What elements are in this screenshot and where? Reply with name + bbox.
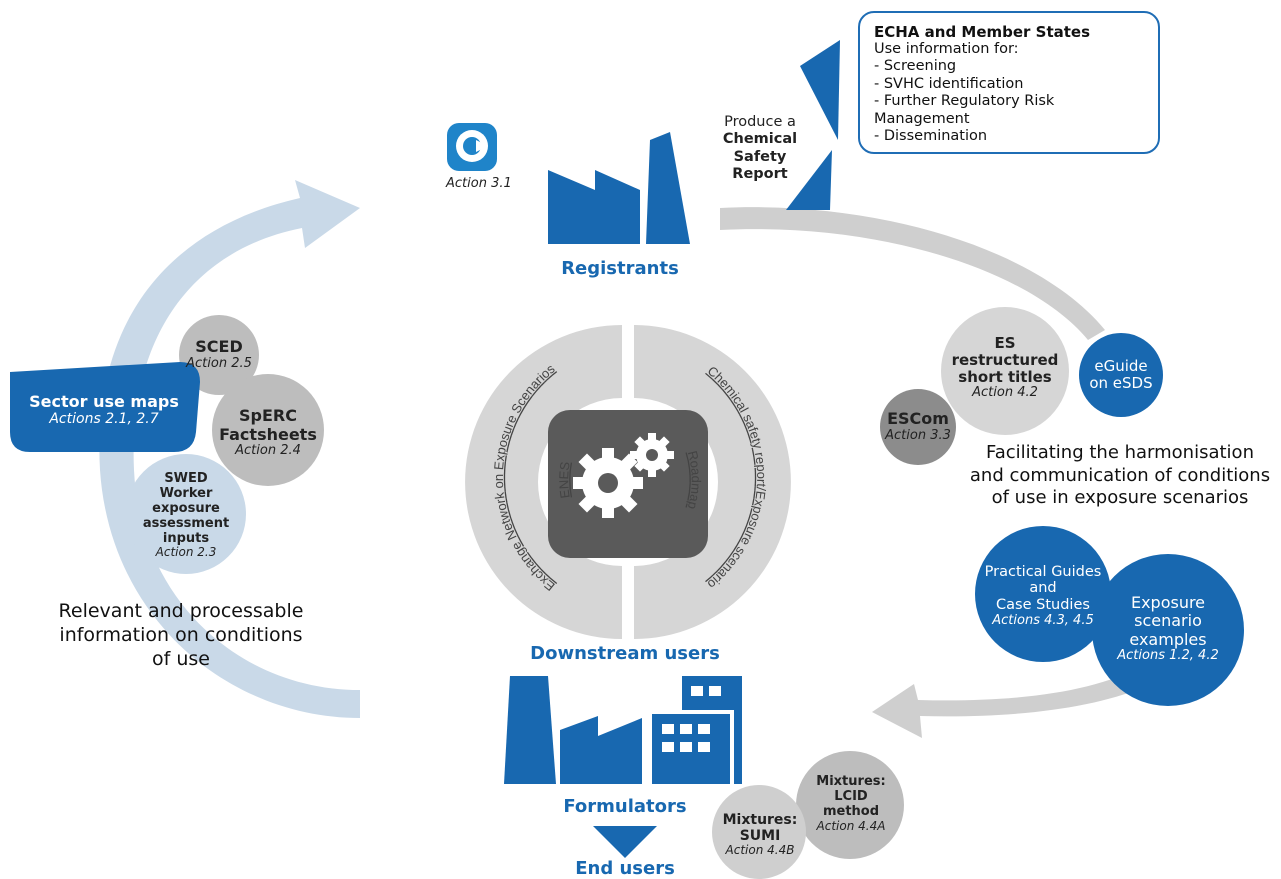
right-caption: Facilitating the harmonisation and commu…	[960, 442, 1280, 510]
examples-circle	[1092, 554, 1244, 706]
escom-title: ESCom	[887, 409, 949, 429]
produce-csr-text: Produce a Chemical Safety Report	[694, 114, 826, 184]
examples-line2: scenario	[1134, 611, 1202, 631]
practical-line2: and	[1029, 580, 1057, 597]
left-caption-line3: of use	[152, 647, 210, 670]
swed-line2: Worker exposure	[152, 485, 220, 516]
left-caption: Relevant and processable information on …	[40, 600, 322, 671]
es-line2: short titles	[958, 368, 1052, 387]
sector-use-maps-node: Sector use maps Actions 2.1, 2.7	[20, 382, 188, 438]
escom-sub: Action 3.3	[885, 427, 951, 443]
mix-lcid-line2: LCID method	[822, 788, 880, 819]
swed-circle	[126, 454, 246, 574]
gears-icon	[573, 433, 674, 518]
echa-intro: Use information for:	[874, 41, 1019, 57]
produce-line1: Produce a	[724, 114, 796, 130]
echa-triangle-top	[800, 40, 840, 140]
sector-use-maps-shape	[10, 362, 200, 452]
c-arrow-icon	[447, 123, 497, 171]
sector-title: Sector use maps	[29, 391, 179, 411]
downstream-factory-icon	[504, 676, 642, 784]
sced-node: SCED Action 2.5	[179, 330, 259, 380]
examples-line3: examples	[1129, 629, 1207, 649]
echa-item: - Further Regulatory Risk Management	[874, 93, 1055, 127]
practical-sub: Actions 4.3, 4.5	[992, 612, 1094, 628]
formulators-label: Formulators	[563, 796, 687, 817]
mix-sumi-line1: Mixtures:	[722, 812, 798, 828]
eguide-line2: on eSDS	[1089, 374, 1153, 392]
sector-sub: Actions 2.1, 2.7	[49, 411, 159, 428]
sperc-title2: Factsheets	[219, 424, 317, 444]
right-caption-line2: and communication of conditions	[969, 464, 1271, 486]
echa-info-box: ECHA and Member States Use information f…	[858, 11, 1160, 154]
downstream-label: Downstream users	[530, 643, 720, 664]
eguide-node: eGuide on eSDS	[1083, 353, 1159, 397]
right-caption-line1: Facilitating the harmonisation	[986, 442, 1254, 463]
echa-triangle-bottom	[786, 150, 832, 210]
mix-sumi-sub: Action 4.4B	[725, 843, 795, 858]
mix-lcid-line1: Mixtures:	[816, 773, 886, 789]
echa-item: - Dissemination	[874, 127, 988, 144]
registrants-factory-icon	[548, 132, 690, 244]
swed-line4: inputs	[162, 530, 210, 546]
practical-line1: Practical Guides	[984, 563, 1102, 580]
mix-sumi-node: Mixtures: SUMI Action 4.4B	[718, 808, 802, 862]
echa-item: - SVHC identification	[874, 75, 1024, 92]
eguide-circle	[1079, 333, 1163, 417]
sced-title: SCED	[195, 337, 243, 357]
mix-lcid-sub: Action 4.4A	[816, 818, 886, 833]
swed-sub: Action 2.3	[155, 545, 217, 560]
sperc-title1: SpERC	[239, 406, 297, 426]
end-users-label: End users	[575, 858, 675, 879]
left-cycle-arrow	[99, 180, 361, 718]
practical-line3: Case Studies	[996, 596, 1090, 613]
left-caption-line1: Relevant and processable	[58, 600, 304, 622]
es-sub: Action 4.2	[972, 385, 1038, 401]
examples-sub: Actions 1.2, 4.2	[1117, 648, 1219, 664]
right-bottom-arrow	[872, 610, 1230, 738]
echa-item: - Screening	[874, 58, 957, 75]
sced-sub: Action 2.5	[186, 355, 252, 371]
es-circle	[941, 307, 1069, 435]
escom-circle	[880, 389, 956, 465]
produce-line3: Report	[732, 166, 788, 183]
sperc-circle	[212, 374, 324, 486]
registrants-label: Registrants	[561, 258, 679, 279]
flow-down-chevron	[593, 826, 657, 858]
left-caption-line2: information on conditions	[59, 623, 303, 646]
escom-node: ESCom Action 3.3	[882, 405, 954, 449]
right-top-arc	[720, 207, 1105, 340]
examples-node: Exposure scenario examples Actions 1.2, …	[1100, 586, 1236, 672]
swed-node: SWED Worker exposure assessment inputs A…	[130, 470, 242, 562]
es-line1: ES restructured	[951, 333, 1059, 369]
es-node: ES restructured short titles Action 4.2	[945, 333, 1065, 401]
action-3-1-label: Action 3.1	[446, 176, 512, 191]
swed-line3: assessment	[142, 515, 230, 531]
sperc-sub: Action 2.4	[235, 442, 301, 458]
office-building-icon	[648, 676, 742, 784]
echa-title: ECHA and Member States	[874, 23, 1091, 41]
swed-line1: SWED	[164, 470, 208, 486]
mix-lcid-node: Mixtures: LCID method Action 4.4A	[806, 773, 896, 833]
produce-line2: Chemical Safety	[722, 131, 798, 165]
mix-lcid-circle	[796, 751, 904, 859]
practical-node: Practical Guides and Case Studies Action…	[978, 560, 1108, 632]
roadmap-label: Roadmap	[685, 449, 704, 511]
practical-circle	[975, 526, 1111, 662]
mix-sumi-circle	[712, 785, 806, 879]
right-caption-line3: of use in exposure scenarios	[991, 487, 1249, 508]
sperc-node: SpERC Factsheets Action 2.4	[214, 400, 322, 466]
examples-line1: Exposure	[1130, 592, 1206, 612]
mix-sumi-line2: SUMI	[739, 828, 781, 845]
eguide-line1: eGuide	[1094, 356, 1148, 375]
